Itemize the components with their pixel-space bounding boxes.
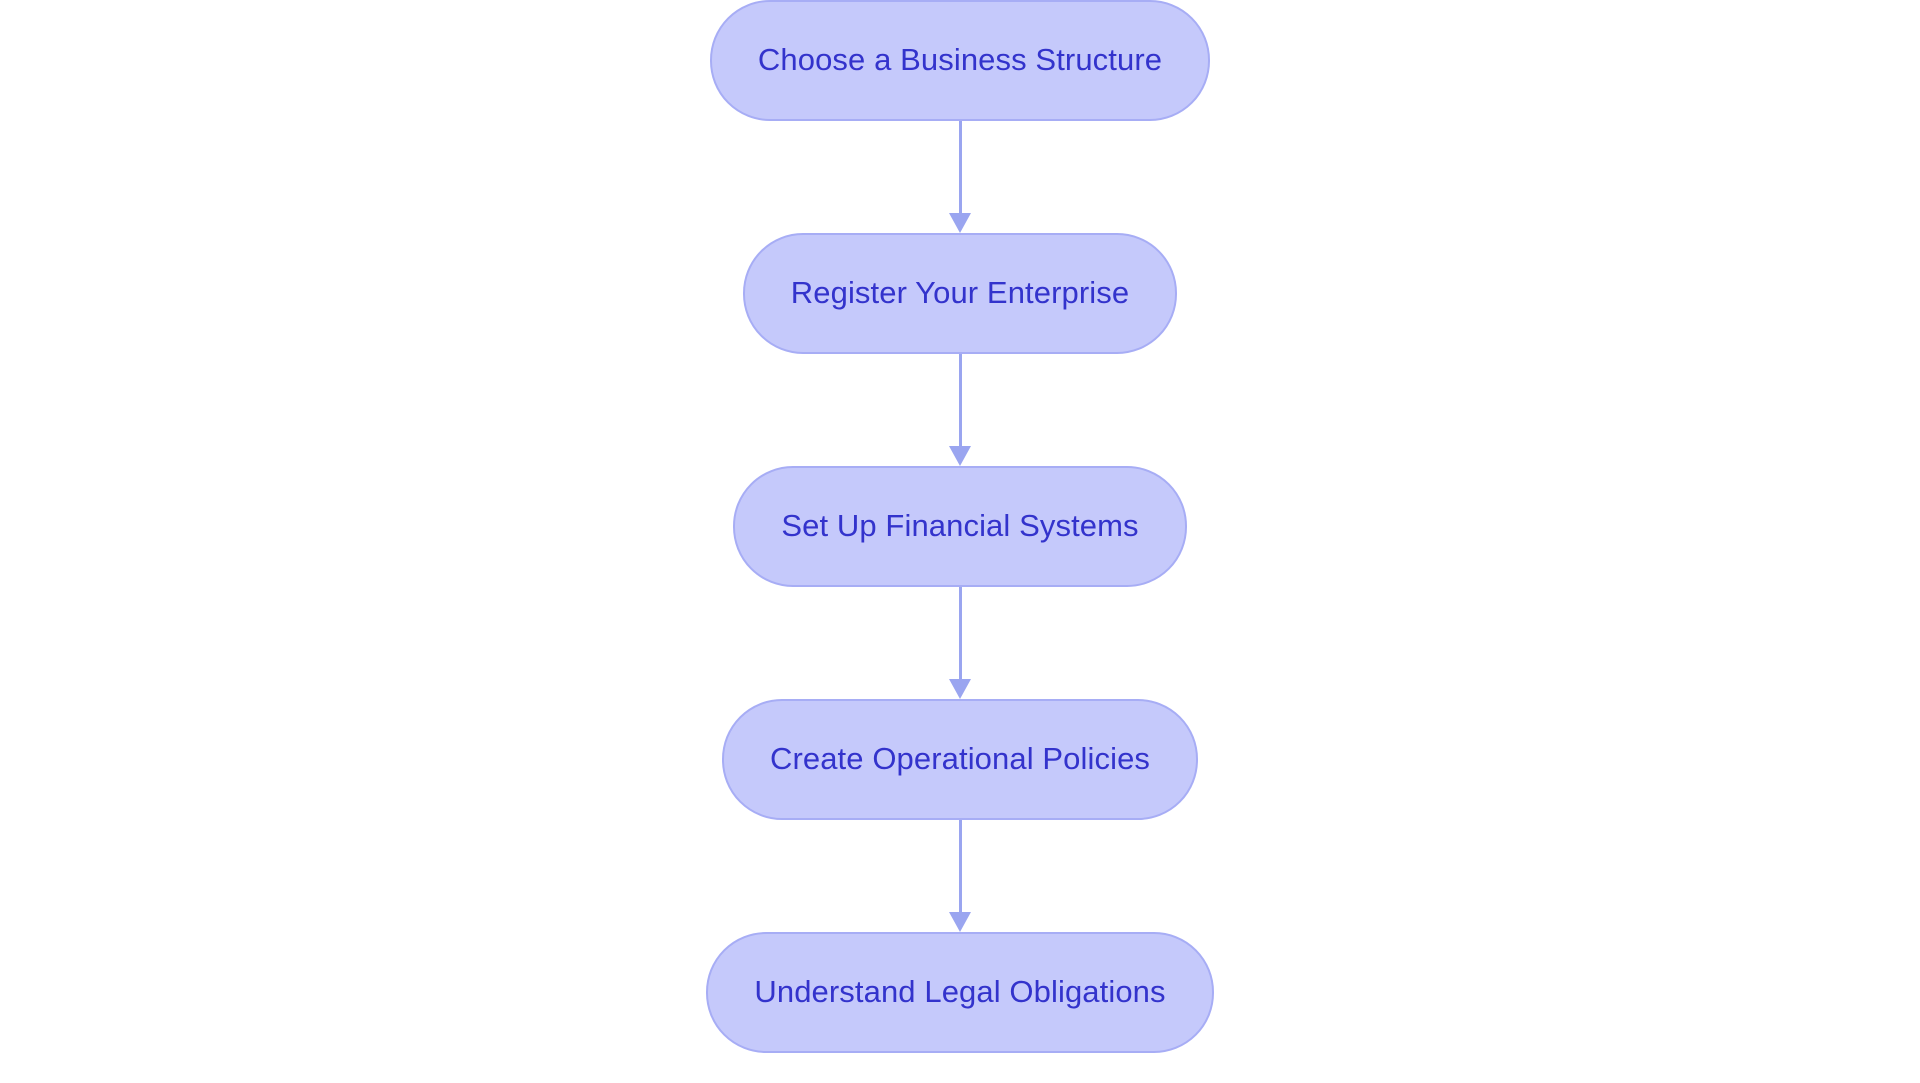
flow-connector-1-to-2 xyxy=(947,121,973,233)
flow-node-step-1[interactable]: Choose a Business Structure xyxy=(709,0,1211,121)
flow-node-label: Choose a Business Structure xyxy=(757,42,1163,78)
flow-node-label: Register Your Enterprise xyxy=(790,275,1130,311)
flow-connector-2-to-3 xyxy=(947,354,973,466)
flow-node-label: Set Up Financial Systems xyxy=(781,508,1139,544)
connector-line xyxy=(958,587,962,679)
arrow-down-icon xyxy=(949,213,971,233)
connector-line xyxy=(958,121,962,213)
connector-line xyxy=(958,820,962,912)
arrow-down-icon xyxy=(949,679,971,699)
flow-node-label: Create Operational Policies xyxy=(769,741,1151,777)
arrow-down-icon xyxy=(949,912,971,932)
flow-connector-4-to-5 xyxy=(947,820,973,932)
flow-node-label: Understand Legal Obligations xyxy=(754,974,1166,1010)
flow-connector-3-to-4 xyxy=(947,587,973,699)
flow-node-step-2[interactable]: Register Your Enterprise xyxy=(742,233,1178,354)
flow-node-step-5[interactable]: Understand Legal Obligations xyxy=(706,932,1214,1053)
arrow-down-icon xyxy=(949,446,971,466)
flow-node-step-3[interactable]: Set Up Financial Systems xyxy=(733,466,1187,587)
connector-line xyxy=(958,354,962,446)
flow-node-step-4[interactable]: Create Operational Policies xyxy=(721,699,1199,820)
